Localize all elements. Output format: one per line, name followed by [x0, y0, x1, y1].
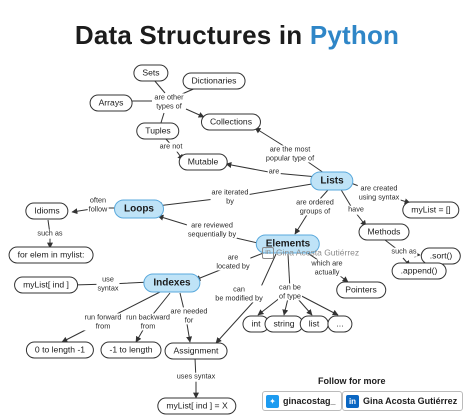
label-run-backward: run backward from: [125, 312, 171, 331]
label-which-are-actually: which are actually: [310, 258, 344, 277]
label-are-iterated-by: are iterated by: [210, 187, 250, 206]
edge-hub-collections: [185, 108, 205, 118]
label-such-as-idioms: such as: [36, 228, 64, 239]
node-collections: Collections: [200, 113, 262, 131]
watermark-text: Gina Acosta Gutiérrez: [276, 247, 360, 258]
node-dictionaries: Dictionaries: [182, 72, 246, 90]
label-run-forward: run forward from: [83, 312, 123, 331]
linkedin-name: Gina Acosta Gutiérrez: [363, 396, 458, 406]
title-main: Data Structures in: [74, 20, 303, 50]
node-tuples: Tuples: [136, 122, 180, 140]
follow-text: Follow for more: [318, 376, 386, 386]
twitter-handle: ginacostag_: [283, 396, 336, 406]
label-often-follow: often follow: [87, 195, 109, 214]
label-are-created: are created using syntax: [357, 183, 401, 202]
linkedin-icon: in: [346, 394, 359, 408]
node-zero-to-length: 0 to length -1: [25, 341, 95, 359]
label-are-other-types: are other types of: [153, 92, 185, 111]
label-are-needed-for: are needed for: [169, 306, 209, 325]
twitter-link[interactable]: ✦ ginacostag_: [262, 391, 342, 411]
label-are-ordered: are ordered groups of: [295, 197, 335, 216]
twitter-icon: ✦: [266, 394, 279, 408]
node-mylist-assign: myList[ ind ] = X: [157, 397, 237, 415]
label-such-as-methods: such as: [390, 246, 418, 257]
node-mutable: Mutable: [178, 153, 228, 171]
node-neg-to-length: -1 to length: [100, 341, 162, 359]
edge-sets-hub: [153, 79, 166, 94]
node-lists: Lists: [310, 171, 354, 191]
node-list: list: [299, 315, 329, 333]
node-sets: Sets: [133, 64, 169, 82]
node-elements: Elements: [255, 234, 321, 254]
label-are-most-popular: are the most popular type of: [264, 144, 316, 163]
label-are-located-by: are located by: [215, 252, 251, 271]
node-pointers: Pointers: [336, 281, 386, 299]
node-append: .append(): [391, 262, 447, 280]
label-have: have: [347, 204, 365, 215]
label-are: are: [267, 166, 281, 177]
linkedin-icon: in: [262, 247, 274, 259]
linkedin-link[interactable]: in Gina Acosta Gutiérrez: [342, 391, 464, 411]
node-mylist-empty: myList = []: [402, 201, 460, 219]
node-for-elem: for elem in mylist:: [8, 246, 94, 264]
title-accent: Python: [309, 20, 400, 50]
label-use-syntax: use syntax: [96, 274, 120, 293]
diagram-title: Data Structures in Python: [0, 20, 474, 51]
node-idioms: Idioms: [25, 202, 69, 220]
label-can-be-modified-by: can be modified by: [214, 284, 264, 303]
label-uses-syntax: uses syntax: [175, 371, 217, 382]
node-methods: Methods: [358, 223, 410, 241]
node-assignment: Assignment: [164, 342, 228, 360]
node-arrays: Arrays: [89, 94, 133, 112]
node-string: string: [264, 315, 304, 333]
label-are-reviewed: are reviewed sequentially by: [186, 220, 238, 239]
label-can-be-of-type: can be of type: [278, 282, 302, 301]
node-indexes: Indexes: [143, 273, 201, 293]
label-are-not: are not: [158, 141, 184, 152]
node-loops: Loops: [114, 199, 164, 219]
node-more: ...: [327, 315, 353, 333]
node-mylist-ind: myList[ ind ]: [14, 276, 78, 294]
